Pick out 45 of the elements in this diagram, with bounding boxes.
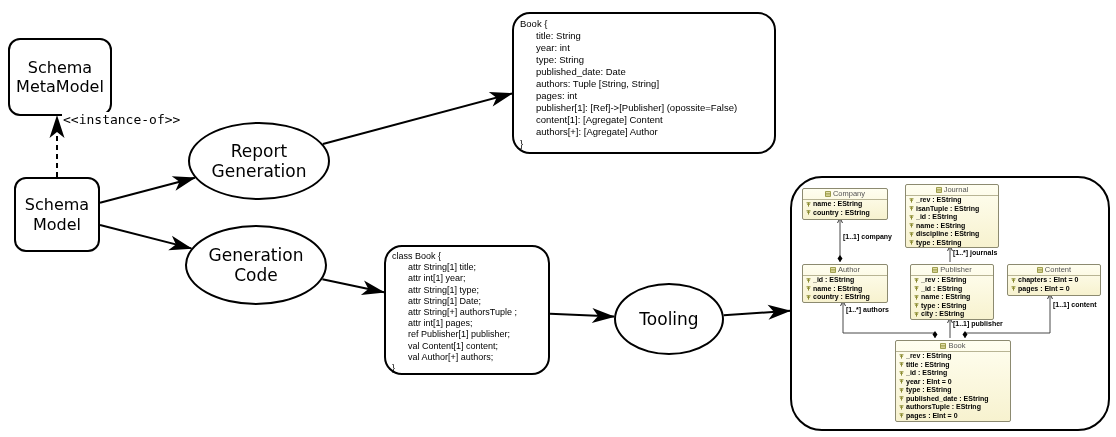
- class-box: [802, 188, 888, 220]
- code-line: type: String: [536, 54, 585, 66]
- node-label: Schema MetaModel: [15, 57, 105, 97]
- code-line: ref Publisher[1] publisher;: [408, 329, 511, 341]
- arrow: [549, 308, 616, 324]
- code-line: attr String[1] title;: [408, 262, 477, 274]
- code-line: published_date: Date: [536, 66, 626, 78]
- class-box: [905, 184, 999, 248]
- code-line: content[1]: [Agregate] Content: [536, 114, 663, 126]
- class-box: [895, 340, 1011, 422]
- code-line: class Book {: [392, 251, 442, 263]
- code-line: }: [520, 138, 524, 150]
- code-line: val Content[1] content;: [408, 340, 499, 352]
- arrow: [321, 278, 385, 296]
- arrow: [99, 176, 196, 204]
- code-box: [384, 245, 550, 375]
- code-box: [512, 12, 776, 154]
- node-label: Report Generation: [210, 140, 308, 182]
- process-box: [8, 38, 112, 116]
- code-line: attr String[+] authorsTuple ;: [408, 307, 517, 319]
- arrow: [99, 224, 193, 251]
- node-label: Schema Model: [23, 195, 91, 234]
- process-box: [14, 177, 100, 252]
- node-label: Generation Code: [207, 244, 305, 286]
- dashed-arrow: [49, 115, 65, 178]
- arrow: [321, 91, 513, 145]
- code-line: attr int[1] pages;: [408, 318, 473, 330]
- code-line: title: String: [536, 30, 581, 42]
- code-line: authors: Tuple [String, String]: [536, 78, 660, 90]
- code-line: pages: int: [536, 90, 578, 102]
- code-line: Book {: [520, 18, 548, 30]
- code-line: year: int: [536, 42, 570, 54]
- class-diagram-panel: [790, 176, 1110, 431]
- code-line: attr String[1] Date;: [408, 295, 482, 307]
- node-label: Tooling: [639, 308, 699, 330]
- code-line: publisher[1]: [Ref]->[Publisher] (opossite=False): [536, 102, 738, 114]
- code-line: attr String[1] type;: [408, 284, 480, 296]
- code-line: val Author[+] authors;: [408, 351, 494, 364]
- code-line: authors[+]: [Agregate] Author: [536, 126, 658, 138]
- class-box: [1007, 264, 1101, 296]
- code-line: attr int[1] year;: [408, 273, 466, 285]
- edge-label: <<instance-of>>: [62, 112, 182, 127]
- class-box: [910, 264, 994, 320]
- class-box: [802, 264, 888, 303]
- arrow: [722, 304, 791, 320]
